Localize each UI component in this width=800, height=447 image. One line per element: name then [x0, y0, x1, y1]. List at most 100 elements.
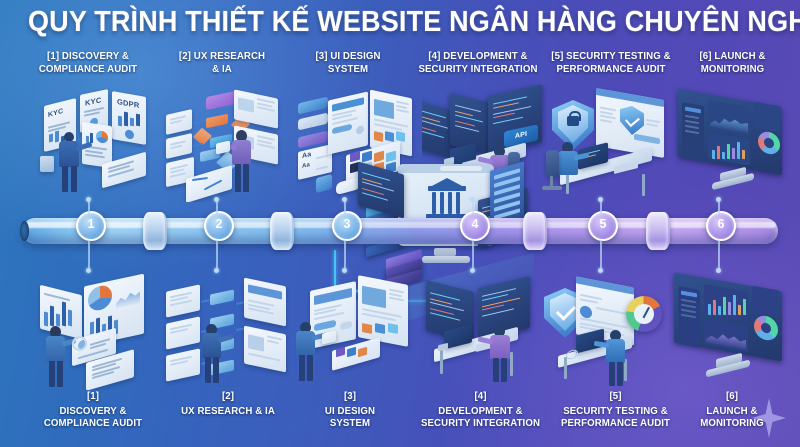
stage-4-top-label: [4] DEVELOPMENT & SECURITY INTEGRATION: [404, 50, 551, 75]
connector-dot-4-up: [470, 197, 475, 202]
connector-line-5-up: [600, 200, 602, 214]
connector-line-4-up: [472, 200, 474, 214]
stage-5-top-illustration: [540, 84, 670, 202]
stage-2-bottom-illustration: [160, 272, 292, 390]
connector-line-2-down: [216, 240, 218, 270]
lock-body-icon: [567, 116, 579, 126]
connector-dot-6-up: [716, 197, 721, 202]
stage-1-bottom-number: [1]: [86, 390, 100, 402]
flow-node-purple: [206, 90, 236, 111]
stage-2-top-label: [2] UX RESEARCH & IA: [158, 50, 287, 75]
stage-1-top-illustration: KYC KYC GDPR: [26, 84, 161, 202]
connector-line-2-up: [216, 200, 218, 214]
stage-6-bottom-label-line1: LAUNCH &: [706, 404, 758, 417]
stage-4-top-label-line2: SECURITY INTEGRATION: [418, 62, 538, 75]
connector-line-3-up: [344, 200, 346, 214]
connector-dot-6-down: [716, 268, 721, 273]
connector-dot-3-up: [342, 197, 347, 202]
stage-2-top-illustration: [162, 84, 294, 202]
stage-6-top-label-line1: [6] LAUNCH &: [699, 50, 766, 62]
stage-1-top-label-line2: COMPLIANCE AUDIT: [38, 62, 138, 75]
timeline-coupler-2: [270, 212, 294, 250]
stage-1-bottom-label-line1: DISCOVERY &: [59, 404, 127, 417]
flow-node-orange: [206, 113, 228, 129]
connector-line-6-down: [718, 240, 720, 270]
connector-dot-2-up: [214, 197, 219, 202]
stage-4-top-label-line1: [4] DEVELOPMENT &: [428, 50, 528, 62]
stage-2-bottom-label: [2] UX RESEARCH & IA: [154, 390, 301, 417]
connector-line-5-down: [600, 240, 602, 270]
connector-line-6-up: [718, 200, 720, 214]
monitor-base: [422, 256, 470, 263]
box-prop: [40, 156, 54, 172]
kpi-card: [754, 101, 780, 133]
stage-3-bottom-label-line1: UI DESIGN: [324, 404, 376, 417]
connector-dot-3-down: [342, 268, 347, 273]
timeline-node-4[interactable]: 4: [460, 211, 490, 241]
timeline-start-cap: [20, 221, 29, 241]
magnifier-icon: [72, 336, 87, 351]
stage-6-top-label-line2: MONITORING: [700, 62, 765, 75]
stage-3-bottom-label-line2: SYSTEM: [329, 417, 371, 429]
stage-4-bottom-label-line2: SECURITY INTEGRATION: [420, 417, 541, 429]
stage-3-top-label-line1: [3] UI DESIGN: [315, 50, 381, 62]
stage-3-bottom-illustration: [288, 272, 418, 390]
timeline-node-5[interactable]: 5: [588, 211, 618, 241]
connector-dot-4-down: [470, 268, 475, 273]
connector-line-1-down: [88, 240, 90, 270]
kpi-card: [752, 285, 778, 317]
timeline-coupler-1: [143, 212, 167, 250]
stage-1-bottom-label: [1] DISCOVERY & COMPLIANCE AUDIT: [15, 390, 171, 430]
stage-5-top-label-line1: [5] SECURITY TESTING &: [551, 50, 671, 62]
timeline-node-3[interactable]: 3: [332, 211, 362, 241]
connector-line-1-up: [88, 200, 90, 214]
stage-3-bottom-number: [3]: [343, 390, 357, 402]
page-title: QUY TRÌNH THIẾT KẾ WEBSITE NGÂN HÀNG CHU…: [28, 6, 800, 38]
stage-2-bottom-number: [2]: [221, 390, 235, 402]
stage-6-bottom-label-line2: MONITORING: [700, 417, 764, 429]
connector-dot-2-down: [214, 268, 219, 273]
timeline-node-6[interactable]: 6: [706, 211, 736, 241]
connector-line-4-down: [472, 240, 474, 270]
stage-6-top-label: [6] LAUNCH & MONITORING: [675, 50, 790, 75]
timeline-coupler-3: [523, 212, 547, 250]
bank-pediment-icon: [430, 178, 464, 187]
stage-4-bottom-number: [4]: [474, 390, 487, 402]
stage-2-bottom-label-line1: UX RESEARCH & IA: [181, 404, 275, 417]
timeline-node-2[interactable]: 2: [204, 211, 234, 241]
stage-5-bottom-number: [5]: [609, 390, 622, 402]
stage-1-top-label-line1: [1] DISCOVERY &: [47, 50, 129, 62]
stage-4-bottom-label-line1: DEVELOPMENT &: [438, 404, 523, 417]
monitor-stand: [434, 248, 456, 256]
timeline-node-1[interactable]: 1: [76, 211, 106, 241]
stage-5-bottom-illustration: [534, 272, 666, 390]
stage-5-bottom-label-line1: SECURITY TESTING &: [563, 404, 668, 417]
connector-dot-1-down: [86, 268, 91, 273]
stage-3-top-label: [3] UI DESIGN SYSTEM: [288, 50, 408, 75]
connector-dot-5-down: [598, 268, 603, 273]
stage-4-bottom-illustration: [420, 272, 548, 390]
stage-1-bottom-label-line2: COMPLIANCE AUDIT: [43, 417, 143, 429]
button-component-secondary: [298, 112, 328, 131]
stage-6-bottom-label: [6] LAUNCH & MONITORING: [677, 390, 787, 430]
browser-addressbar: [440, 166, 482, 171]
connector-line-3-down: [344, 240, 346, 270]
connector-dot-1-up: [86, 197, 91, 202]
connector-dot-5-up: [598, 197, 603, 202]
stage-3-bottom-label: [3] UI DESIGN SYSTEM: [290, 390, 410, 430]
stage-6-top-illustration: [672, 84, 796, 202]
bank-roof-icon: [428, 186, 466, 191]
office-chair: [546, 150, 559, 178]
stage-5-top-label-line2: PERFORMANCE AUDIT: [556, 62, 666, 75]
stage-4-bottom-label: [4] DEVELOPMENT & SECURITY INTEGRATION: [405, 390, 557, 430]
stage-2-top-label-line2: & IA: [212, 62, 232, 75]
timeline-coupler-4: [646, 212, 670, 250]
ia-node-1: [210, 289, 234, 306]
button-component-primary: [298, 96, 328, 115]
stage-1-top-label: [1] DISCOVERY & COMPLIANCE AUDIT: [14, 50, 161, 75]
stage-6-bottom-illustration: [668, 272, 794, 390]
lock-shackle-icon: [569, 111, 581, 121]
stage-3-top-label-line2: SYSTEM: [327, 62, 369, 75]
stage-5-bottom-label-line2: PERFORMANCE AUDIT: [560, 417, 671, 429]
